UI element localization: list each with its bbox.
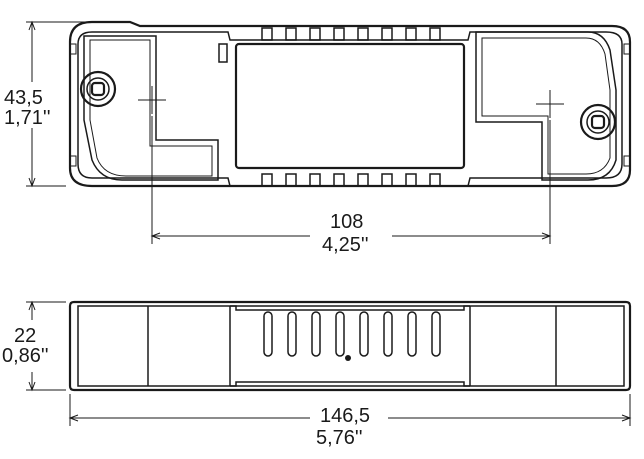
side-height-metric: 22 xyxy=(14,325,36,347)
side-view-led xyxy=(345,355,351,361)
top-vent-slots xyxy=(261,27,441,41)
top-view-corner-details xyxy=(69,43,631,167)
right-mount-region xyxy=(475,31,617,181)
top-view xyxy=(68,20,632,188)
side-view-inner-body xyxy=(77,305,625,387)
right-mount-region-inner xyxy=(481,37,611,175)
side-height-imperial: 0,86'' xyxy=(2,345,49,367)
right-center-mark xyxy=(536,90,564,118)
indicator-slot xyxy=(218,43,228,63)
top-height-imperial: 1,71'' xyxy=(4,107,51,129)
overall-length-dimension xyxy=(68,394,632,426)
overall-length-imperial: 5,76'' xyxy=(316,427,363,449)
right-screw-hole xyxy=(579,103,617,141)
left-mount-region xyxy=(83,35,219,181)
side-view-outline xyxy=(68,300,632,392)
left-center-mark xyxy=(138,86,166,114)
bottom-vent-slots xyxy=(261,173,441,187)
overall-length-metric: 146,5 xyxy=(320,405,370,427)
mount-spacing-dimension xyxy=(150,116,552,244)
top-height-metric: 43,5 xyxy=(4,87,43,109)
top-view-outline xyxy=(68,20,632,188)
side-vent-slots xyxy=(263,311,441,357)
side-view-sections xyxy=(147,305,557,387)
side-view xyxy=(68,300,632,392)
mount-spacing-imperial: 4,25'' xyxy=(322,234,369,256)
left-screw-hole xyxy=(79,70,117,108)
label-area xyxy=(234,42,466,170)
left-mount-region-inner xyxy=(89,39,213,177)
side-height-dimension xyxy=(26,300,66,392)
top-view-inner-border xyxy=(77,31,623,187)
top-height-dimension xyxy=(26,20,130,188)
mount-spacing-metric: 108 xyxy=(330,211,363,233)
